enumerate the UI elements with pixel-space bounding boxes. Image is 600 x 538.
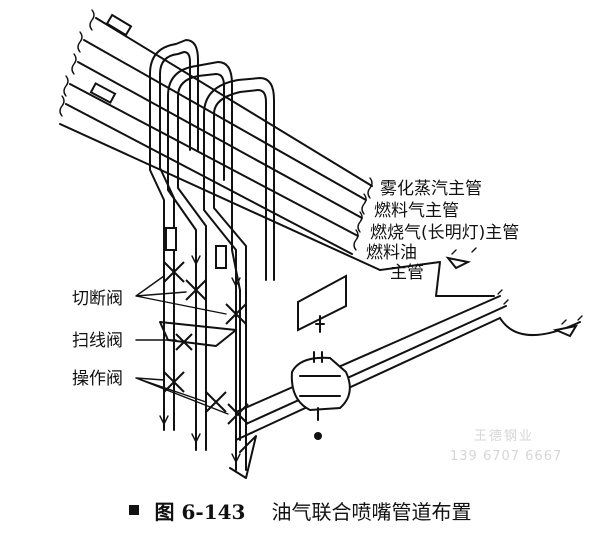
label-fuel-oil: 燃料油 [366,243,417,263]
burner-risers [149,39,275,471]
label-pilot-gas-main: 燃烧气(长明灯)主管 [370,223,519,243]
label-fuel-gas-main: 燃料气主管 [374,201,459,221]
sweep-valve-branch [159,321,237,351]
label-cutoff-valve: 切断阀 [72,289,123,309]
label-fuel-oil-main-suffix: 主管 [390,263,424,283]
figure-title: 油气联合喷嘴管道布置 [271,499,472,524]
watermark-company: 王德钢业 [474,429,534,444]
figure-caption: 图 6-143 油气联合喷嘴管道布置 [0,492,600,528]
right-branches [379,247,583,338]
label-atomizing-steam-main: 雾化蒸汽主管 [380,179,482,199]
burner-manifold [229,274,507,479]
operating-valves [163,371,249,425]
cutoff-valves [163,261,247,325]
label-sweep-valve: 扫线阀 [72,331,123,351]
header-fuel-oil-lower [59,123,381,271]
figure-number: 图 6-143 [154,499,246,524]
header-atomizing-steam-top [95,17,373,187]
main-headers [59,9,381,271]
header-fuel-gas [77,61,363,219]
header-fuel-oil [65,103,353,255]
watermark-phone: 139 6707 6667 [450,449,562,464]
leader-lines [135,275,229,415]
caption-bullet-icon [128,505,139,515]
label-operating-valve: 操作阀 [72,369,123,389]
